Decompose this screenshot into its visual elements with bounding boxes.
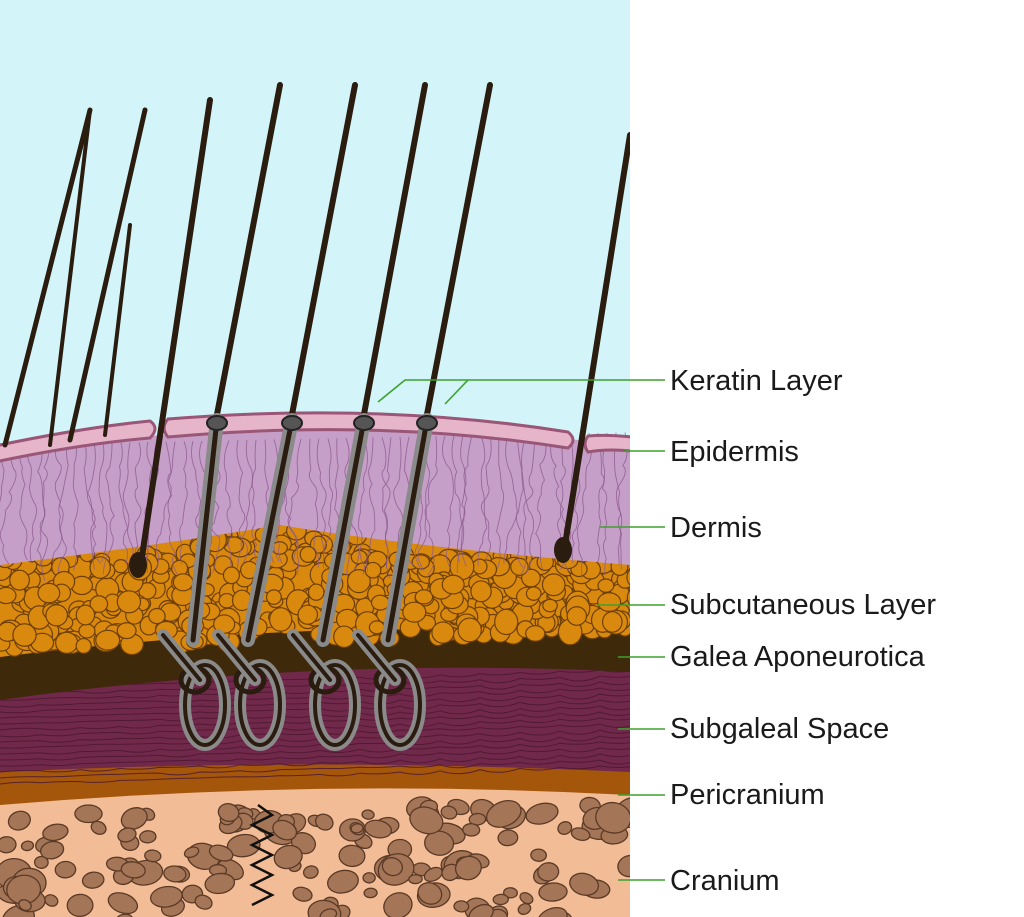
label-cranium: Cranium (670, 865, 780, 897)
cranium-pebbles (0, 796, 630, 917)
label-dermis: Dermis (670, 512, 762, 544)
label-keratin-layer: Keratin Layer (670, 365, 843, 397)
hairs (2, 82, 630, 751)
leader-lines (377, 379, 665, 881)
label-epidermis: Epidermis (670, 436, 799, 468)
label-subgaleal-space: Subgaleal Space (670, 713, 890, 745)
label-galea-aponeurotica: Galea Aponeurotica (670, 641, 925, 673)
label-pericranium: Pericranium (670, 779, 825, 811)
label-subcutaneous-layer: Subcutaneous Layer (670, 589, 937, 621)
